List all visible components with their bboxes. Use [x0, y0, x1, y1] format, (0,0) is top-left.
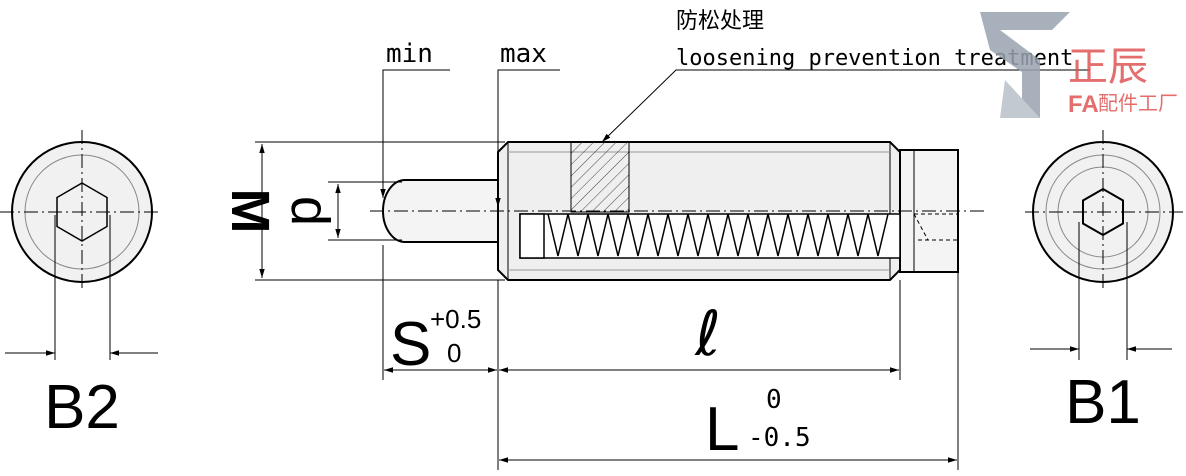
diameter-dimensions: M d: [220, 141, 505, 281]
hex-socket-left: [56, 182, 108, 242]
label-s-tol-upper: +0.5: [430, 304, 481, 334]
label-l: ℓ: [694, 297, 721, 370]
brand-logo: 正辰 FA 配件工厂: [980, 12, 1178, 118]
label-L-tol-upper: 0: [766, 385, 782, 415]
label-b2: B2: [44, 373, 120, 442]
label-L: L: [705, 395, 739, 464]
label-min: min: [386, 39, 433, 69]
logo-mark-accent: [1000, 80, 1040, 118]
end-view-left: B2: [0, 130, 160, 442]
logo-fa: FA: [1068, 91, 1099, 118]
logo-subtext: 配件工厂: [1098, 91, 1178, 115]
cap-socket-hidden: [913, 213, 958, 241]
label-max: max: [500, 39, 547, 69]
plunger-pin: [382, 179, 501, 243]
stroke-limits: min max: [380, 39, 560, 207]
label-b1: B1: [1065, 368, 1141, 437]
loosening-prevention-patch: [570, 141, 630, 213]
callout-leader: [601, 69, 1090, 143]
label-d: d: [280, 196, 340, 226]
label-L-tol-lower: -0.5: [748, 423, 811, 453]
plunger-side-view: [370, 141, 985, 281]
spring: [547, 213, 889, 257]
max-leader: [495, 69, 560, 207]
length-dimensions: S +0.5 0 ℓ L 0 -0.5: [382, 245, 959, 470]
min-leader: [380, 69, 450, 198]
callout-zh: 防松处理: [676, 9, 764, 34]
logo-mark: [980, 12, 1070, 118]
end-view-right: B1: [1025, 130, 1186, 437]
pin-tail-section: [519, 213, 545, 259]
logo-brand: 正辰: [1068, 44, 1148, 90]
label-m: M: [220, 189, 280, 234]
label-s-tol-lower: 0: [447, 338, 461, 368]
label-s: S: [390, 310, 431, 379]
